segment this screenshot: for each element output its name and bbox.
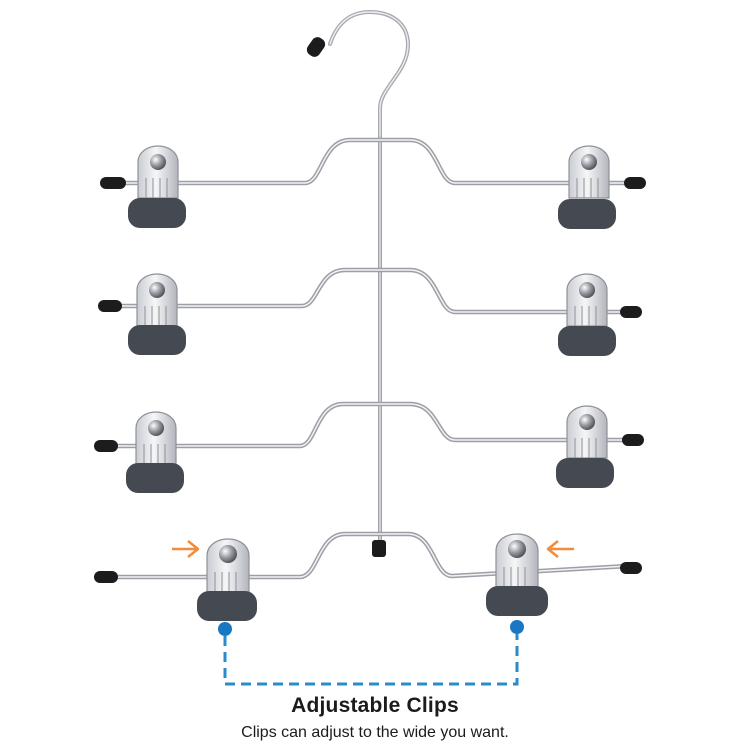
bar-tip-icon (622, 434, 644, 446)
bar-tip-icon (624, 177, 646, 189)
dimension-dot-icon (218, 622, 232, 636)
bar-tip-icon (98, 300, 122, 312)
hanger-tier-2 (98, 267, 642, 356)
clip-left (128, 273, 186, 355)
orange-arrow-icon (546, 540, 574, 558)
hanger-tier-4 (94, 531, 642, 621)
dashed-dimension-line (218, 620, 524, 686)
hanger-tier-3 (94, 401, 644, 493)
bar-tip-icon (620, 306, 642, 318)
hanger-hook (306, 9, 411, 138)
clip-left (197, 538, 257, 621)
clip-right (556, 405, 614, 488)
clip-left (126, 411, 184, 493)
dimension-dot-icon (510, 620, 524, 634)
clip-right (558, 273, 616, 356)
bar-tip-icon (100, 177, 126, 189)
rod-end-cap-icon (372, 540, 386, 557)
clip-right (558, 145, 616, 229)
caption-subtitle: Clips can adjust to the wide you want. (241, 724, 509, 741)
hook-tip-icon (306, 37, 326, 57)
caption-title: Adjustable Clips (291, 694, 459, 717)
hanger-tier-1 (100, 137, 646, 229)
clip-right (486, 533, 548, 616)
clip-left (128, 145, 186, 228)
bar-tip-icon (620, 562, 642, 574)
orange-arrow-icon (172, 540, 200, 558)
bar-tip-icon (94, 571, 118, 583)
center-rod (372, 136, 386, 557)
bar-tip-icon (94, 440, 118, 452)
